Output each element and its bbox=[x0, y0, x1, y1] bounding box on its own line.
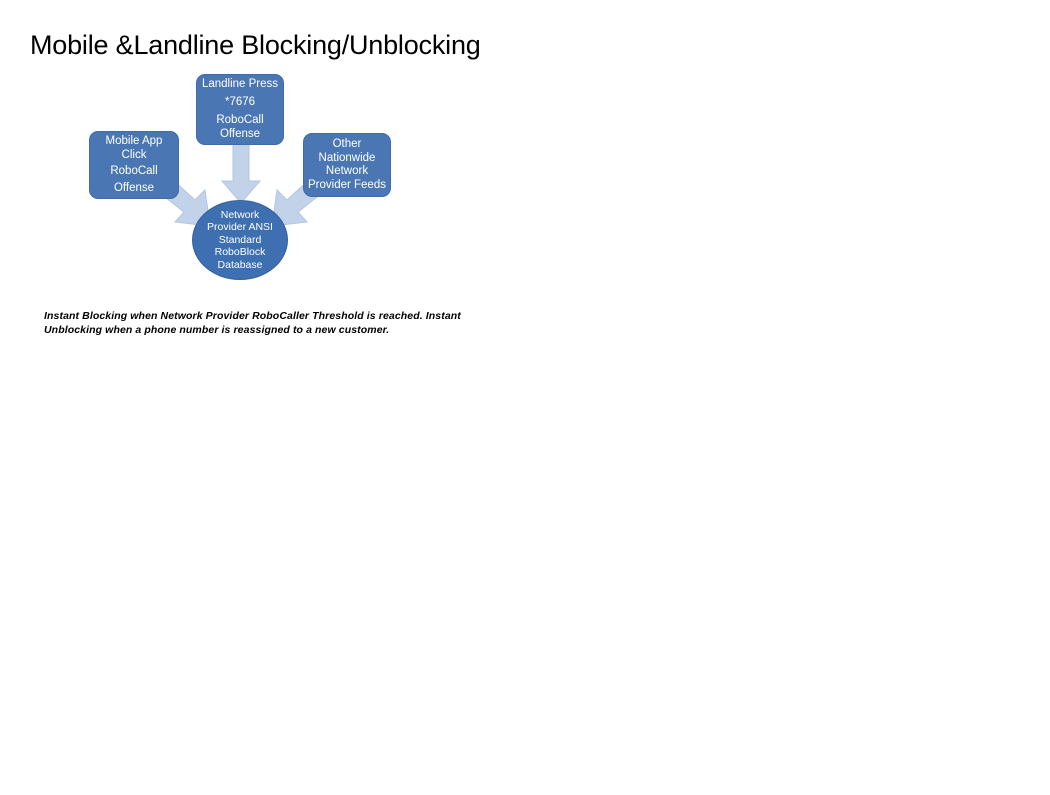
node-database-line-3: Standard bbox=[218, 233, 262, 246]
caption-text: Instant Blocking when Network Provider R… bbox=[44, 310, 461, 336]
node-other-line-4: Provider Feeds bbox=[308, 178, 386, 191]
arrow-down-icon bbox=[220, 138, 262, 204]
node-mobile-app[interactable]: Mobile App Click RoboCall Offense bbox=[89, 131, 179, 199]
arrow-landline-to-database bbox=[220, 138, 262, 204]
node-other-line-1: Other bbox=[332, 138, 362, 150]
node-database-line-1: Network bbox=[220, 208, 260, 221]
page-title: Mobile &Landline Blocking/Unblocking bbox=[30, 30, 481, 60]
node-other-provider-feeds[interactable]: Other Nationwide Network Provider Feeds bbox=[303, 133, 391, 197]
node-database-line-5: Database bbox=[217, 258, 263, 271]
node-landline-press[interactable]: Landline Press *7676 RoboCall Offense bbox=[196, 74, 284, 145]
node-other-line-3: Network bbox=[325, 165, 369, 177]
node-roboblock-database[interactable]: Network Provider ANSI Standard RoboBlock… bbox=[192, 200, 288, 280]
node-mobile-line-1: Mobile App bbox=[105, 135, 163, 147]
node-mobile-line-2: Click bbox=[121, 148, 147, 161]
node-landline-line-1: Landline Press bbox=[201, 78, 279, 90]
node-mobile-line-3: RoboCall bbox=[110, 165, 158, 177]
node-mobile-line-4: Offense bbox=[113, 181, 155, 194]
node-other-line-2: Nationwide bbox=[318, 151, 376, 164]
node-landline-line-4: Offense bbox=[219, 127, 261, 140]
node-database-line-4: RoboBlock bbox=[214, 246, 266, 259]
node-database-line-2: Provider ANSI bbox=[207, 221, 273, 234]
node-landline-line-3: RoboCall bbox=[216, 114, 264, 126]
node-landline-line-2: *7676 bbox=[224, 96, 256, 108]
